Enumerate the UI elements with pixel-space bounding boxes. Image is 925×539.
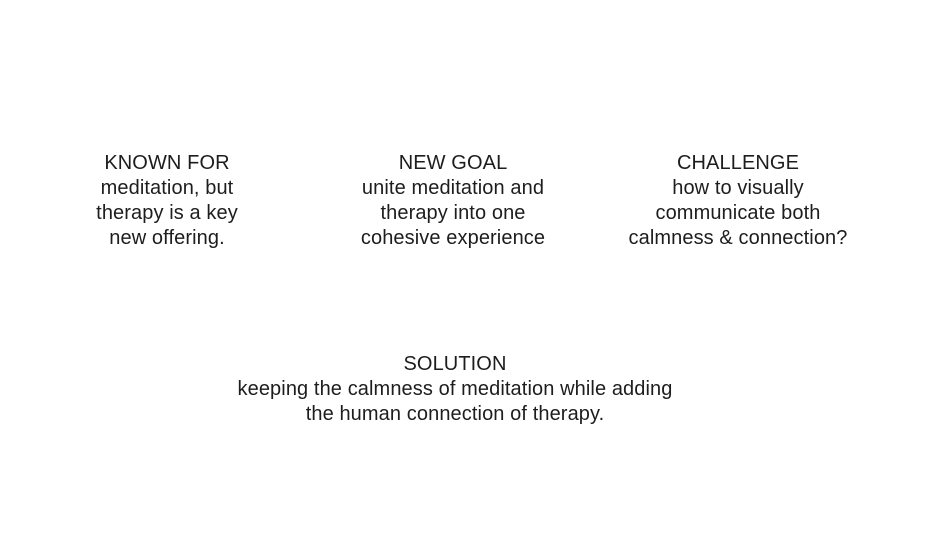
column-challenge-line-1: how to visually <box>672 177 804 199</box>
column-new-goal-line-1: unite meditation and <box>361 177 545 199</box>
column-known-for-line-3: new offering. <box>109 227 225 249</box>
column-challenge-line-2: communicate both <box>655 202 821 224</box>
column-challenge-heading: CHALLENGE <box>676 152 800 174</box>
solution-heading: SOLUTION <box>403 353 507 375</box>
solution-line-1: keeping the calmness of meditation while… <box>237 378 673 400</box>
column-new-goal-line-3: cohesive experience <box>360 227 546 249</box>
column-new-goal-heading: NEW GOAL <box>398 152 508 174</box>
column-known-for: KNOWN FOR meditation, but therapy is a k… <box>96 151 238 251</box>
solution-block: SOLUTION keeping the calmness of meditat… <box>238 352 673 427</box>
column-known-for-line-2: therapy is a key <box>96 202 238 224</box>
column-new-goal-line-2: therapy into one <box>380 202 526 224</box>
column-challenge: CHALLENGE how to visually communicate bo… <box>629 151 848 251</box>
column-new-goal: NEW GOAL unite meditation and therapy in… <box>361 151 545 251</box>
solution-line-2: the human connection of therapy. <box>305 403 605 425</box>
column-challenge-line-3: calmness & connection? <box>628 227 848 249</box>
column-known-for-heading: KNOWN FOR <box>104 152 230 174</box>
column-known-for-line-1: meditation, but <box>100 177 234 199</box>
